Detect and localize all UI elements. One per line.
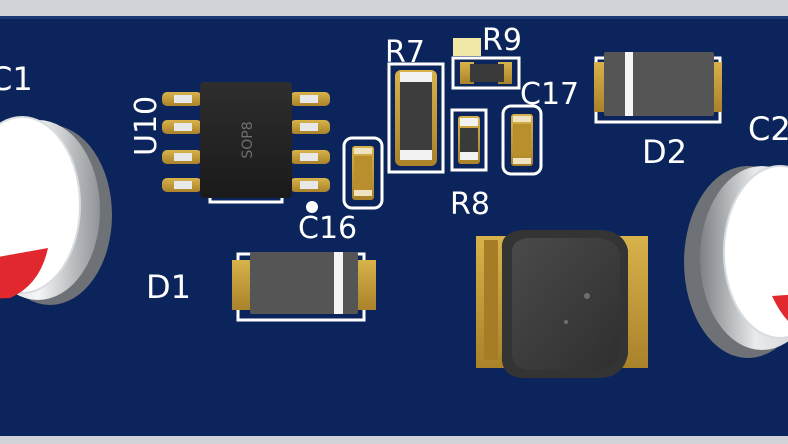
capacitor-c1[interactable] xyxy=(0,116,112,305)
capacitor-c17[interactable] xyxy=(501,104,543,176)
label-c2: C2 xyxy=(748,110,788,148)
label-d1: D1 xyxy=(146,268,191,306)
u10-pins xyxy=(162,92,330,192)
resistor-r9[interactable] xyxy=(451,38,521,90)
resistor-r8[interactable] xyxy=(450,108,488,172)
label-r9: R9 xyxy=(482,23,522,58)
viewer-background-bottom xyxy=(0,436,788,444)
diode-d1[interactable] xyxy=(232,252,376,322)
pin1-marker-dot xyxy=(306,201,318,213)
capacitor-c16[interactable] xyxy=(342,136,384,210)
label-r8: R8 xyxy=(450,187,490,222)
diode-d2[interactable] xyxy=(594,52,722,124)
label-r7: R7 xyxy=(385,35,425,70)
u10-package-marking: SOP8 xyxy=(240,121,256,158)
viewer-background-top xyxy=(0,0,788,16)
label-c17: C17 xyxy=(520,77,579,112)
resistor-r7[interactable] xyxy=(387,62,445,174)
u10-body xyxy=(200,82,292,198)
label-d2: D2 xyxy=(642,133,687,171)
pcb-board-edge xyxy=(0,16,788,19)
inductor[interactable] xyxy=(476,230,648,378)
label-u10: U10 xyxy=(129,96,164,156)
inductor-marker-dot xyxy=(584,293,590,299)
ic-u10[interactable]: SOP8 xyxy=(162,82,330,204)
label-c1: C1 xyxy=(0,60,33,98)
label-c16: C16 xyxy=(298,211,357,246)
capacitor-c2[interactable] xyxy=(684,165,788,358)
